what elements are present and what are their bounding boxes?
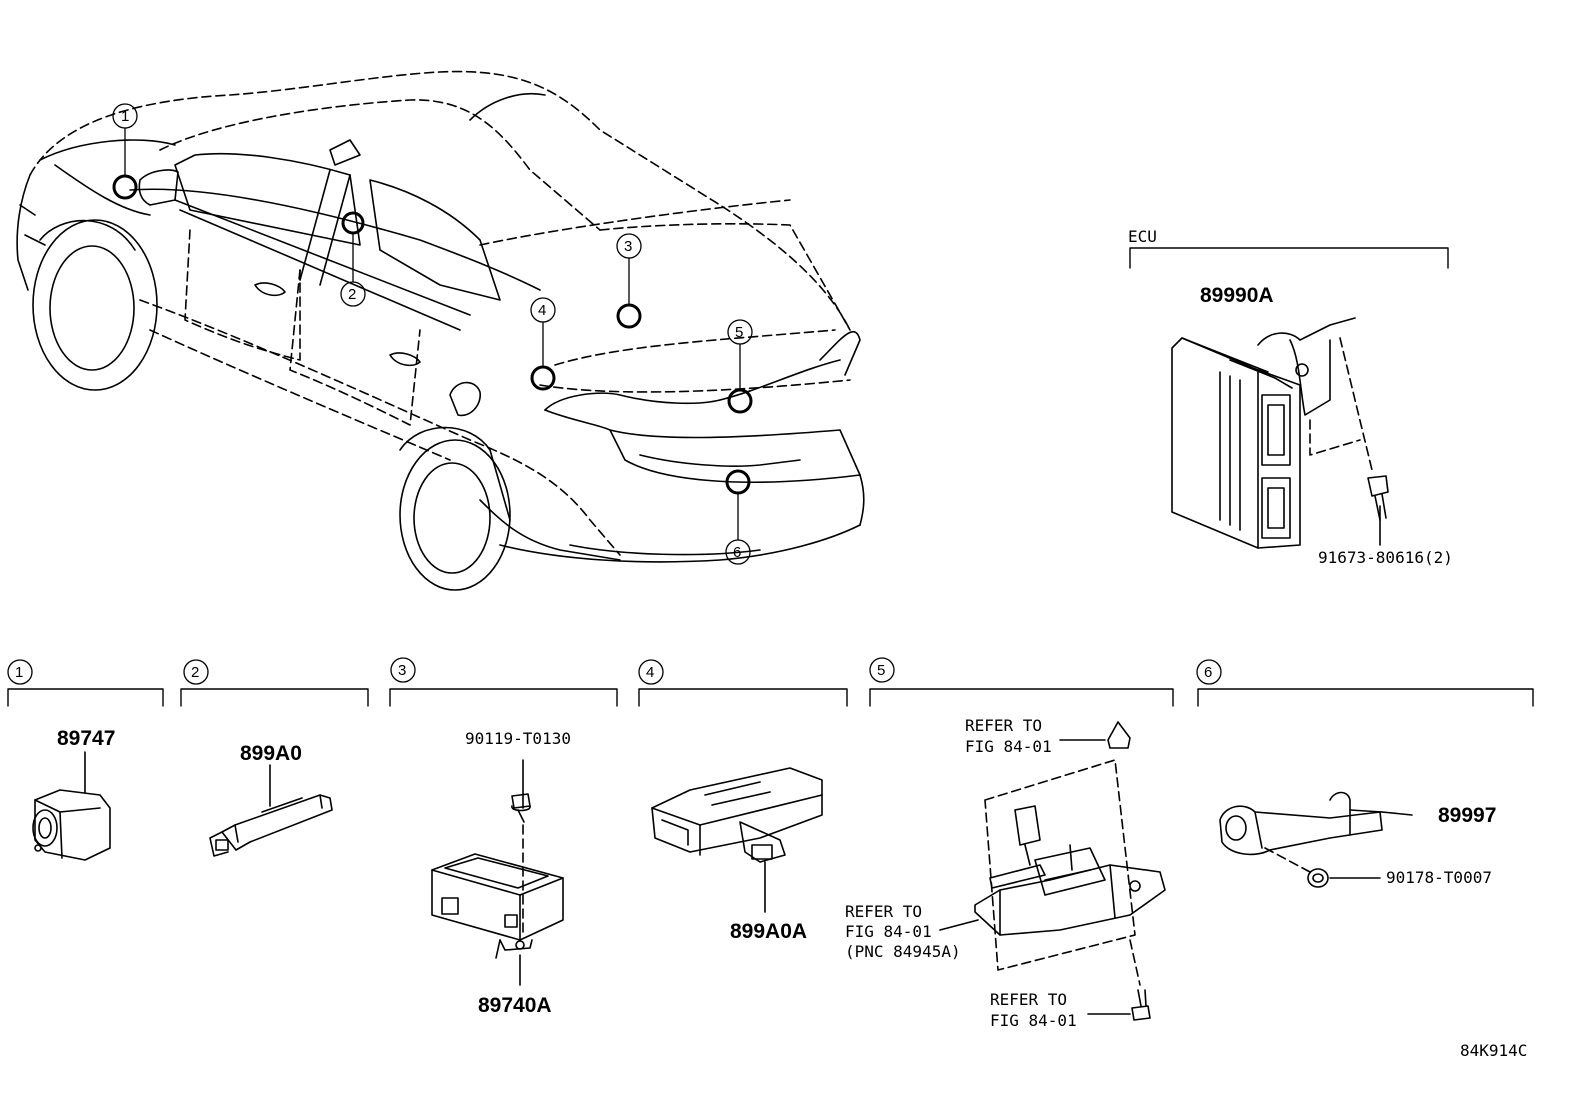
section-3-number: 3 (398, 662, 406, 679)
callout-4-label: 4 (538, 302, 546, 319)
ecu-part-number: 89990A (1200, 284, 1274, 307)
bolt-icon (511, 759, 531, 986)
callout-1-label: 1 (121, 108, 129, 125)
callout-2-label: 2 (348, 286, 356, 303)
section-brackets (7, 688, 1534, 707)
ecu-bolt-number: 91673-80616(2) (1318, 548, 1453, 567)
camera-assembly-icon (974, 759, 1166, 971)
ecu-module-icon (1171, 317, 1373, 549)
part-89740A: 89740A (478, 994, 552, 1017)
refer-top-line1: REFER TO (965, 716, 1042, 735)
section-6-number: 6 (1204, 664, 1212, 681)
section-2-number: 2 (191, 664, 199, 681)
car-outline-icon (16, 70, 865, 591)
part-89997: 89997 (1438, 804, 1496, 827)
ecu-small-module-icon (431, 853, 564, 959)
refer-bottom-line2: FIG 84-01 (990, 1011, 1077, 1030)
section-4-number: 4 (646, 664, 654, 681)
section-number-circles (7, 657, 1222, 685)
section-5-number: 5 (877, 662, 885, 679)
part-89747: 89747 (57, 727, 115, 750)
part-899A0: 899A0 (240, 742, 302, 765)
sensor-icon (32, 751, 111, 861)
ecu-heading: ECU (1128, 227, 1157, 246)
sensor-arm-icon (1219, 791, 1413, 873)
ecu-bracket-line (1129, 247, 1449, 269)
callout-5-label: 5 (735, 324, 743, 341)
part-899A0A: 899A0A (730, 920, 807, 943)
nut-icon (1307, 868, 1381, 888)
bolt-icon (1367, 475, 1389, 546)
part-90119-T0130: 90119-T0130 (465, 729, 571, 748)
antenna-icon (209, 764, 333, 857)
bolt-icon (1087, 939, 1151, 1021)
callout-leaders (124, 127, 741, 541)
refer-bottom-line1: REFER TO (990, 990, 1067, 1009)
refer-left-line1: REFER TO (845, 902, 922, 921)
refer-left-line3: (PNC 84945A) (845, 942, 961, 961)
callout-number-circles (112, 103, 753, 565)
clip-icon (939, 721, 1131, 931)
figure-code: 84K914C (1460, 1041, 1527, 1060)
part-90178-T0007: 90178-T0007 (1386, 868, 1492, 887)
camera-icon (651, 767, 823, 913)
callout-3-label: 3 (624, 238, 632, 255)
refer-left-line2: FIG 84-01 (845, 922, 932, 941)
section-1-number: 1 (15, 664, 23, 681)
refer-top-line2: FIG 84-01 (965, 737, 1052, 756)
callout-6-label: 6 (733, 544, 741, 561)
